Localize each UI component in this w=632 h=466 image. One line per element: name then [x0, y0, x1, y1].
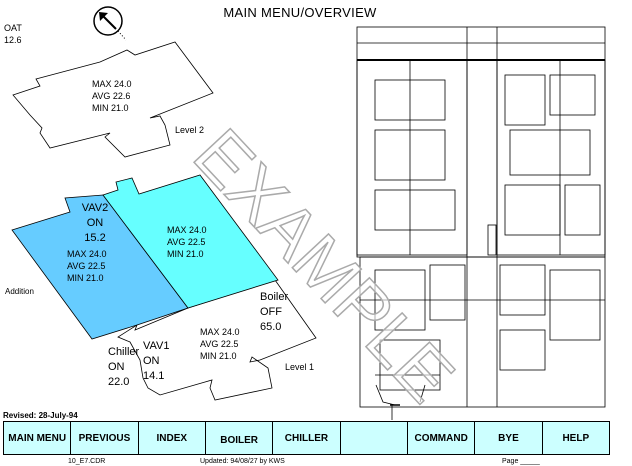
stat-min: MIN 21.0 [92, 103, 129, 113]
vav2-state: ON [86, 217, 104, 229]
level1-stats: MAX 24.0 AVG 22.5 MIN 21.0 [200, 326, 240, 362]
level2-label: Level 2 [175, 125, 205, 135]
floor-plan [356, 26, 606, 420]
boiler-value: 65.0 [260, 321, 282, 333]
index-button[interactable]: INDEX [138, 422, 206, 454]
stat-avg: AVG 22.5 [200, 339, 239, 349]
vav2-status[interactable]: VAV2 ON 15.2 [80, 201, 110, 246]
menu-bar: MAIN MENU PREVIOUS INDEX BOILER CHILLER … [3, 421, 610, 455]
page-title: MAIN MENU/OVERVIEW [223, 5, 377, 20]
stat-avg: AVG 22.6 [92, 91, 131, 101]
chiller-status[interactable]: Chiller ON 22.0 [108, 345, 139, 390]
oat-value: 12.6 [4, 35, 22, 45]
chiller-name: Chiller [108, 346, 140, 358]
main-menu-button[interactable]: MAIN MENU [4, 422, 72, 454]
boiler-name: Boiler [260, 291, 289, 303]
help-button[interactable]: HELP [542, 422, 609, 454]
level2-stats: MAX 24.0 AVG 22.6 MIN 21.0 [92, 78, 132, 114]
vav2-value: 15.2 [84, 232, 106, 244]
file-name: 10_E7.CDR [68, 458, 106, 465]
vav2-name: VAV2 [81, 202, 109, 214]
command-button[interactable]: COMMAND [407, 422, 476, 454]
addition-label: Addition [5, 287, 34, 296]
cyan-zone[interactable] [102, 174, 279, 309]
vav1-state: ON [143, 355, 160, 367]
stat-min: MIN 21.0 [67, 273, 104, 283]
bye-button[interactable]: BYE [475, 422, 543, 454]
vav1-status[interactable]: VAV1 ON 14.1 [143, 339, 170, 384]
level1-label: Level 1 [285, 362, 315, 372]
stat-min: MIN 21.0 [200, 351, 237, 361]
stat-avg: AVG 22.5 [67, 261, 106, 271]
stat-max: MAX 24.0 [200, 327, 240, 337]
previous-button[interactable]: PREVIOUS [71, 422, 139, 454]
level2-outline[interactable] [12, 41, 214, 158]
vav1-value: 14.1 [143, 370, 165, 382]
addition-stats: MAX 24.0 AVG 22.5 MIN 21.0 [67, 248, 107, 284]
chiller-value: 22.0 [108, 376, 130, 388]
stat-min: MIN 21.0 [167, 249, 204, 259]
stat-max: MAX 24.0 [67, 249, 107, 259]
updated-info: Updated: 94/08/27 by KWS [200, 458, 285, 465]
stat-max: MAX 24.0 [92, 79, 132, 89]
boiler-status[interactable]: Boiler OFF 65.0 [260, 290, 288, 335]
oat-label: OAT [4, 23, 22, 33]
page-number: Page _____ [502, 458, 540, 465]
revised-date: Revised: 28-July-94 [3, 411, 78, 420]
boiler-state: OFF [260, 306, 282, 318]
blank-button[interactable] [340, 422, 408, 454]
north-arrow-icon [93, 6, 127, 41]
stat-avg: AVG 22.5 [167, 237, 206, 247]
chiller-button[interactable]: CHILLER [273, 422, 341, 454]
boiler-button[interactable]: BOILER [205, 422, 274, 454]
level1-outline[interactable] [117, 279, 317, 401]
stat-max: MAX 24.0 [167, 225, 207, 235]
cyan-zone-stats: MAX 24.0 AVG 22.5 MIN 21.0 [167, 224, 207, 260]
chiller-state: ON [108, 361, 125, 373]
vav1-name: VAV1 [143, 340, 170, 352]
